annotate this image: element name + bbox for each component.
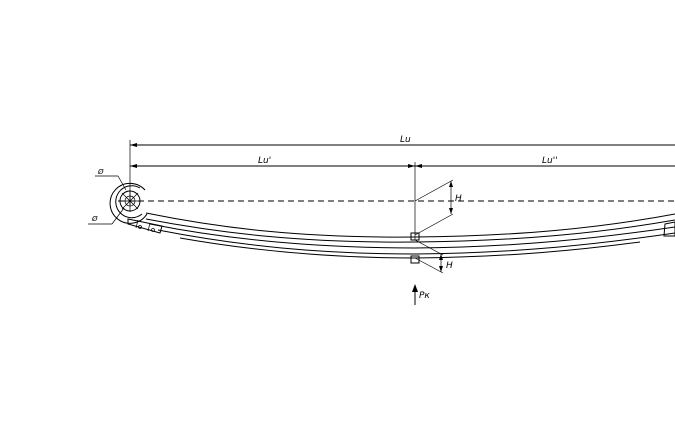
spring-leaves xyxy=(127,212,675,259)
height-top-label: H xyxy=(455,194,462,204)
load-arrow: Pк xyxy=(412,284,430,305)
eye-diameter-bottom-label: Ø xyxy=(91,215,98,223)
total-length-dimension: Lu xyxy=(129,135,675,205)
spring-eye xyxy=(109,182,148,224)
height-dimension-top: H xyxy=(414,179,462,236)
height-bottom-label: H xyxy=(446,261,453,271)
height-dimension-bottom: H xyxy=(414,239,453,274)
eye-diameter-top-label: Ø xyxy=(97,168,104,176)
left-length-label: Lu' xyxy=(258,156,271,166)
total-length-label: Lu xyxy=(400,135,411,145)
partial-length-dimensions: Lu' Lu'' xyxy=(130,156,675,240)
eye-diameter-dimensions: Ø Ø xyxy=(88,168,127,225)
load-label: Pк xyxy=(419,291,430,301)
right-length-label: Lu'' xyxy=(542,156,558,166)
